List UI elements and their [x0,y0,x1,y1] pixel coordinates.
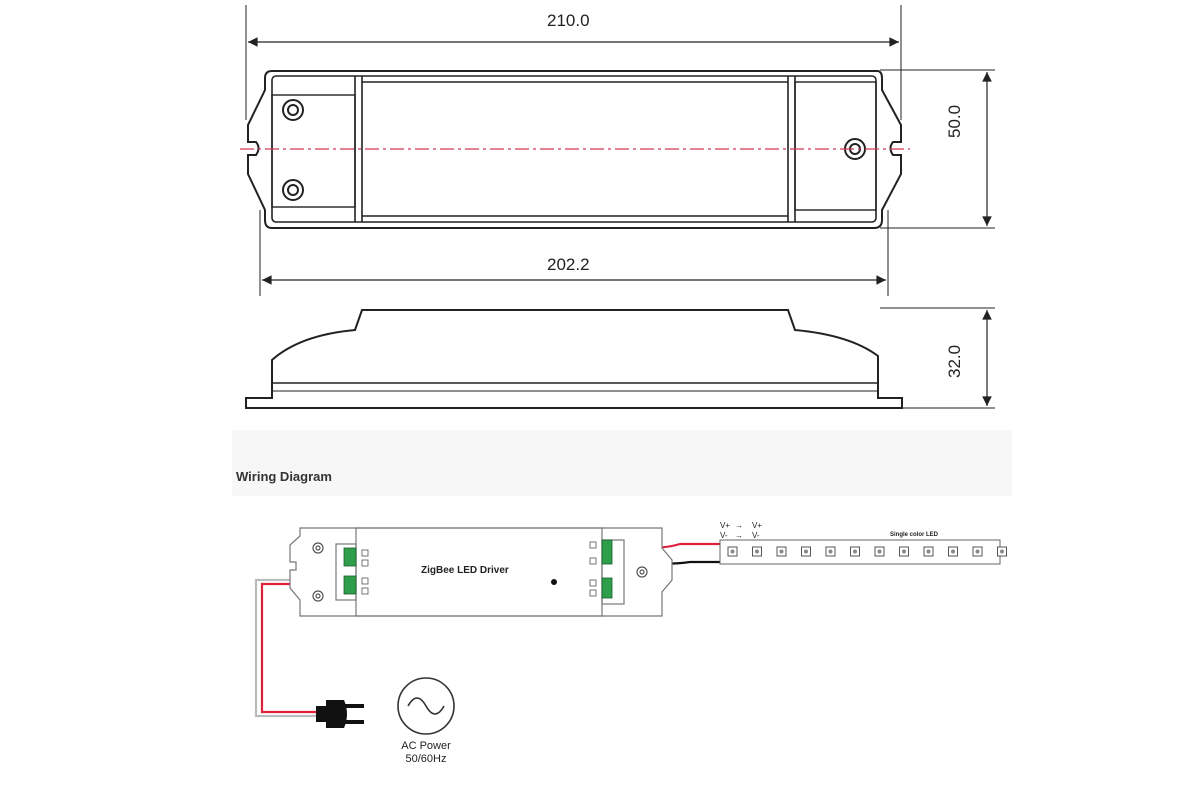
led-dot [926,549,931,554]
led-dot [755,549,759,554]
strip-label: Single color LED [890,532,939,538]
dimension-length-total: 210.0 [547,11,590,30]
prog-button [551,579,557,585]
dimension-height: 32.0 [945,344,964,378]
ac-power-label: AC Power [401,740,451,752]
arrow-icon: → [735,531,743,540]
wiring-diagram-title: Wiring Diagram [236,469,332,484]
terminal-block-icon [343,539,613,599]
driver-housing [289,527,673,617]
led-dot [902,549,906,554]
dimension-length-mounting: 202.2 [547,255,590,274]
led-strip [719,539,1007,565]
power-plug-icon [316,700,364,728]
led-dot [1000,549,1004,554]
mounting-hole-icon [312,542,648,602]
dimension-width: 50.0 [945,104,964,138]
terminal-marks [361,541,597,597]
mounting-hole-icon [282,99,866,201]
led-dot [877,549,882,554]
top-view [245,5,995,296]
arrow-icon: → [735,521,743,530]
vminus-left-label: V- [720,531,728,540]
led-dot [828,549,833,554]
led-dot [853,549,857,554]
vplus-left-label: V+ [720,521,731,530]
side-view [245,307,995,409]
led-dot [951,549,955,554]
vplus-right-label: V+ [752,521,763,530]
vminus-right-label: V- [752,531,760,540]
ac-frequency-label: 50/60Hz [405,753,447,765]
led-dot [730,549,735,554]
ac-sine-icon [397,677,455,735]
led-chip-icon [727,546,1007,557]
driver-label: ZigBee LED Driver [421,565,509,576]
led-dot [779,549,784,554]
led-dot [804,549,808,554]
led-dot [975,549,980,554]
